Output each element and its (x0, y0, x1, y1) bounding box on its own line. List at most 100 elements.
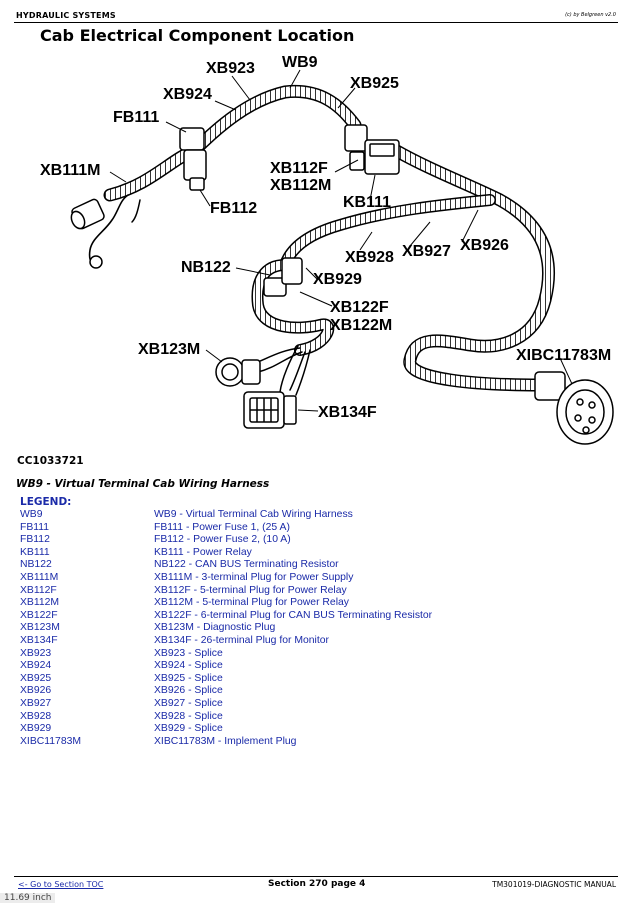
legend-row: FB111 FB111 - Power Fuse 1, (25 A) (20, 522, 620, 535)
legend-row: XB123M XB123M - Diagnostic Plug (20, 622, 620, 635)
fuse-holders (179, 127, 207, 191)
callout-xb928: XB928 (345, 249, 394, 266)
footer-manual-id: TM301019-DIAGNOSTIC MANUAL (492, 880, 616, 889)
legend-description: XB927 - Splice (154, 697, 223, 709)
legend-row: XB122F XB122F - 6-terminal Plug for CAN B… (20, 610, 620, 623)
legend-row: XB929 XB929 - Splice (20, 723, 620, 736)
legend-description: XIBC11783M - Implement Plug (154, 735, 297, 747)
callouts: XB923 WB9 XB925 XB924 FB111 XB111M XB112… (40, 54, 611, 421)
legend-code: XB123M (20, 622, 60, 634)
callout-xb925: XB925 (350, 75, 399, 92)
header-divider (14, 22, 618, 23)
legend-description: XB926 - Splice (154, 685, 223, 697)
legend-code: XB929 (20, 723, 52, 735)
xb123m-connector (215, 357, 261, 387)
legend-description: XB923 - Splice (154, 647, 223, 659)
legend-description: XB924 - Splice (154, 660, 223, 672)
legend-code: XB923 (20, 647, 52, 659)
legend-code: XB112M (20, 597, 60, 609)
legend-row: XB112M XB112M - 5-terminal Plug for Power… (20, 597, 620, 610)
legend-description: XB123M - Diagnostic Plug (154, 622, 276, 634)
xb134f-connector (243, 391, 297, 429)
section-toc-link[interactable]: <- Go to Section TOC (18, 880, 104, 889)
callout-xibc11783m: XIBC11783M (516, 347, 611, 364)
legend-code: FB111 (20, 521, 50, 533)
legend-description: XB112M - 5-terminal Plug for Power Relay (154, 597, 349, 609)
legend-code: XIBC11783M (20, 735, 82, 747)
legend-description: KB111 - Power Relay (154, 546, 252, 558)
xibc11783m-connector (534, 371, 614, 445)
legend-code: XB925 (20, 672, 52, 684)
legend-code: XB122F (20, 609, 58, 621)
legend-code: FB112 (20, 534, 50, 546)
legend-description: FB112 - Power Fuse 2, (10 A) (154, 534, 291, 546)
legend-description: XB112F - 5-terminal Plug for Power Relay (154, 584, 347, 596)
callout-fb112: FB112 (210, 200, 257, 217)
figure-caption: WB9 - Virtual Terminal Cab Wiring Harnes… (16, 478, 270, 490)
callout-xb122f: XB122F (330, 299, 389, 316)
leader-lines (109, 69, 573, 412)
legend-row: KB111 KB111 - Power Relay (20, 547, 620, 560)
callout-xb923: XB923 (206, 60, 255, 77)
callout-xb927: XB927 (402, 243, 451, 260)
callout-xb122m: XB122M (330, 317, 392, 334)
callout-xb926: XB926 (460, 237, 509, 254)
footer-page-number: Section 270 page 4 (268, 879, 366, 889)
page-title: Cab Electrical Component Location (40, 26, 355, 45)
legend-description: FB111 - Power Fuse 1, (25 A) (154, 521, 290, 533)
kb111-relay (344, 124, 400, 175)
header-section-title: HYDRAULIC SYSTEMS (16, 11, 116, 20)
legend-row: XB134F XB134F - 26-terminal Plug for Moni… (20, 635, 620, 648)
callout-xb111m: XB111M (40, 162, 100, 179)
nb122-resistor (263, 257, 303, 297)
callout-wb9: WB9 (282, 54, 318, 71)
legend-row: XB926 XB926 - Splice (20, 685, 620, 698)
legend-code: XB924 (20, 660, 52, 672)
legend-code: NB122 (20, 559, 52, 571)
callout-fb111: FB111 (113, 109, 159, 126)
harness-lines (88, 84, 556, 396)
legend-row: XIBC11783M XIBC11783M - Implement Plug (20, 736, 620, 749)
legend-description: XB929 - Splice (154, 723, 223, 735)
callout-xb123m: XB123M (138, 341, 200, 358)
legend-row: FB112 FB112 - Power Fuse 2, (10 A) (20, 534, 620, 547)
legend-list: WB9 WB9 - Virtual Terminal Cab Wiring Har… (20, 509, 620, 748)
page-size-indicator: 11.69 inch (0, 893, 56, 903)
legend-code: XB926 (20, 685, 52, 697)
legend-description: XB925 - Splice (154, 672, 223, 684)
xb111m-connector (70, 198, 105, 269)
callout-nb122: NB122 (181, 259, 231, 276)
legend-row: XB923 XB923 - Splice (20, 648, 620, 661)
legend-code: XB927 (20, 697, 52, 709)
header-brand: (c) by Belgreen v2.0 (565, 12, 616, 18)
legend-row: NB122 NB122 - CAN BUS Terminating Resisto… (20, 559, 620, 572)
connectors (70, 124, 614, 445)
legend-row: XB925 XB925 - Splice (20, 673, 620, 686)
legend-title: LEGEND: (20, 496, 72, 508)
legend-row: XB924 XB924 - Splice (20, 660, 620, 673)
callout-xb924: XB924 (163, 86, 212, 103)
legend-description: WB9 - Virtual Terminal Cab Wiring Harnes… (154, 509, 353, 520)
callout-xb929: XB929 (313, 271, 362, 288)
callout-xb112m: XB112M (270, 177, 331, 194)
legend-code: XB111M (20, 571, 59, 583)
legend-row: XB927 XB927 - Splice (20, 698, 620, 711)
legend-code: KB111 (20, 546, 50, 558)
figure-id: CC1033721 (17, 455, 84, 467)
callout-kb111: KB111 (343, 194, 391, 211)
callout-xb134f: XB134F (318, 404, 377, 421)
legend-row: XB112F XB112F - 5-terminal Plug for Power… (20, 585, 620, 598)
legend-code: WB9 (20, 509, 43, 520)
legend-row: WB9 WB9 - Virtual Terminal Cab Wiring Har… (20, 509, 620, 522)
legend-description: XB111M - 3-terminal Plug for Power Suppl… (154, 571, 354, 583)
legend-description: NB122 - CAN BUS Terminating Resistor (154, 559, 339, 571)
legend-description: XB928 - Splice (154, 710, 223, 722)
legend-description: XB122F - 6-terminal Plug for CAN BUS Ter… (154, 609, 433, 621)
legend-row: XB928 XB928 - Splice (20, 711, 620, 724)
legend-description: XB134F - 26-terminal Plug for Monitor (154, 634, 329, 646)
legend-code: XB112F (20, 584, 57, 596)
legend-code: XB134F (20, 634, 58, 646)
legend-code: XB928 (20, 710, 52, 722)
footer-divider (14, 876, 618, 877)
legend-row: XB111M XB111M - 3-terminal Plug for Power… (20, 572, 620, 585)
